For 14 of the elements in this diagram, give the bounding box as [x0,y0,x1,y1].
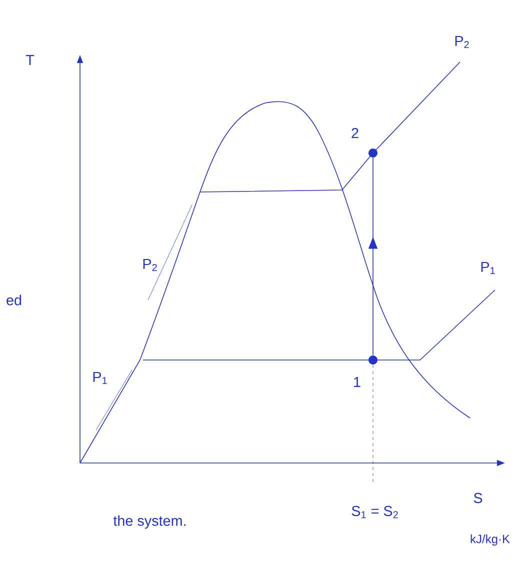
text-label: kJ/kg·K [470,534,510,546]
text-label: S$_{1}$ = S$_{2}$ [352,506,398,518]
point-label: 2 [352,128,358,138]
text-label: P$_{1}$ [481,262,495,274]
text-label: P$_{2}$ [143,258,157,272]
text-label: S [474,492,482,504]
state-point [368,148,378,158]
text-label: the system. [113,515,186,529]
text-label: P$_{2}$ [455,36,469,48]
state-point [368,356,378,364]
text-label: P$_{1}$ [93,372,107,384]
text-label: ed [6,294,22,306]
text-label: T [26,55,34,65]
point-label: 1 [354,377,360,387]
